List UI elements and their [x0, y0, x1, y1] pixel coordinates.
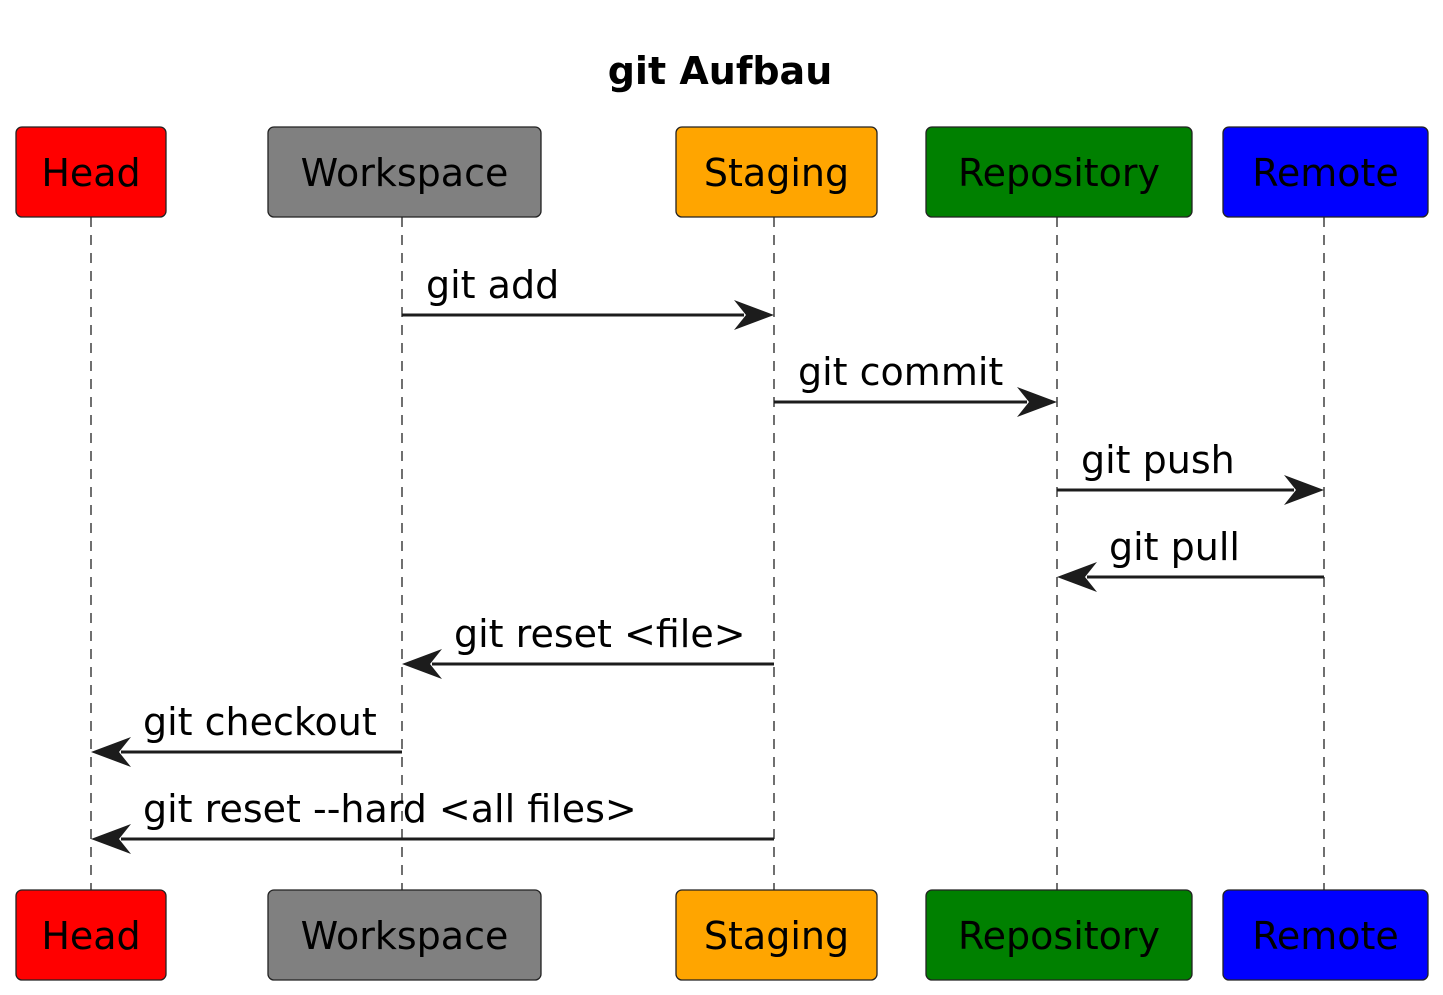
participant-box-workspace — [267, 889, 542, 981]
participant-staging-bottom: Staging — [675, 889, 878, 981]
participant-label-workspace: Workspace — [301, 914, 509, 958]
participant-label-staging: Staging — [704, 151, 849, 195]
message-label: git checkout — [143, 700, 377, 744]
message-label: git pull — [1109, 525, 1240, 569]
participant-workspace-bottom: Workspace — [267, 889, 542, 981]
message-2: git commit — [774, 350, 1057, 417]
participant-box-remote — [1222, 126, 1429, 218]
participant-label-workspace: Workspace — [301, 151, 509, 195]
message-arrowhead — [734, 300, 774, 330]
message-label: git reset --hard <all files> — [143, 787, 637, 831]
message-arrowhead — [91, 737, 131, 767]
participant-label-repository: Repository — [958, 151, 1160, 195]
participant-label-head: Head — [41, 914, 140, 958]
participant-label-staging: Staging — [704, 914, 849, 958]
message-arrowhead — [91, 824, 131, 854]
message-7: git reset --hard <all files> — [91, 787, 774, 854]
message-label: git add — [426, 263, 559, 307]
participant-remote-bottom: Remote — [1222, 889, 1429, 981]
message-arrowhead — [1284, 475, 1324, 505]
participant-repository-bottom: Repository — [925, 889, 1193, 981]
participants-bottom: Head Workspace Staging Repository Remote — [15, 889, 1429, 981]
message-6: git checkout — [91, 700, 402, 767]
participant-head-bottom: Head — [15, 889, 167, 981]
message-1: git add — [402, 263, 774, 330]
diagram-title: git Aufbau — [608, 49, 833, 93]
message-4: git pull — [1057, 525, 1324, 592]
message-arrowhead — [1017, 387, 1057, 417]
message-label: git reset <file> — [454, 612, 746, 656]
participant-label-repository: Repository — [958, 914, 1160, 958]
participant-staging-top: Staging — [675, 126, 878, 218]
participant-box-remote — [1222, 889, 1429, 981]
participant-box-staging — [675, 126, 878, 218]
participant-workspace-top: Workspace — [267, 126, 542, 218]
participant-label-head: Head — [41, 151, 140, 195]
participant-label-remote: Remote — [1252, 914, 1399, 958]
message-arrowhead — [402, 649, 442, 679]
participant-box-workspace — [267, 126, 542, 218]
participant-label-remote: Remote — [1252, 151, 1399, 195]
participant-box-repository — [925, 126, 1193, 218]
participant-box-head — [15, 889, 167, 981]
message-5: git reset <file> — [402, 612, 774, 679]
participants-top: Head Workspace Staging Repository Remote — [15, 126, 1429, 218]
lifelines — [90, 217, 1325, 890]
participant-box-head — [15, 126, 167, 218]
message-label: git commit — [798, 350, 1003, 394]
participant-remote-top: Remote — [1222, 126, 1429, 218]
message-label: git push — [1081, 438, 1235, 482]
message-3: git push — [1057, 438, 1324, 505]
participant-head-top: Head — [15, 126, 167, 218]
participant-box-staging — [675, 889, 878, 981]
participant-box-repository — [925, 889, 1193, 981]
message-arrowhead — [1057, 562, 1097, 592]
messages: git add git commit git push git pull git res… — [91, 263, 1324, 854]
participant-repository-top: Repository — [925, 126, 1193, 218]
